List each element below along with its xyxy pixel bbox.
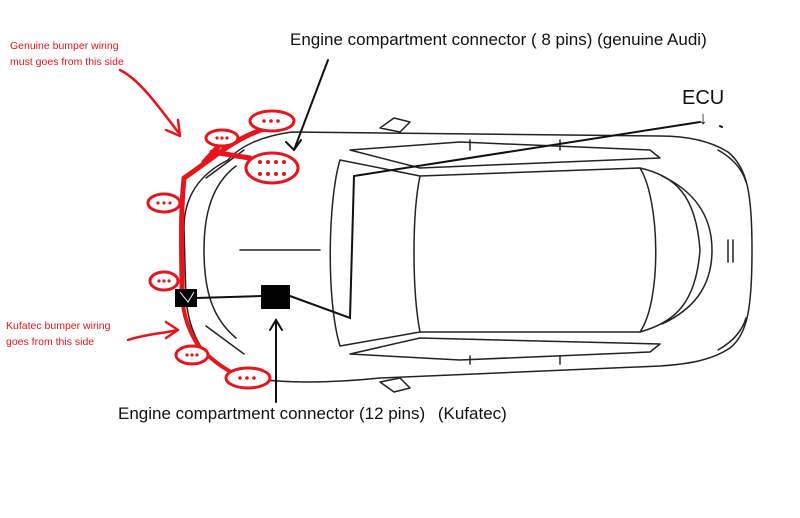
black-wiring-lines [195,59,723,403]
connector-8pin-name: Engine compartment connector ( 8 pins) [290,30,593,49]
genuine-side-label-line1: Genuine bumper wiring [10,40,119,52]
connector-12pin-label: Engine compartment connector (12 pins) (… [118,404,507,424]
car-rear-hatch [661,175,713,325]
connector-block-12pin [261,285,290,309]
ecu-label: ECU ↓ [682,88,724,128]
kufatec-side-label-line2: goes from this side [6,336,95,348]
wire-connector-link [195,295,263,299]
red-annotations [118,68,271,380]
genuine-side-label: Genuine bumper wiring must goes from thi… [10,38,124,70]
connector-block-small-mark [179,291,195,303]
arrow-12pin-head [269,318,283,331]
car-windshield [329,159,421,347]
ecu-dot [719,125,723,128]
kufatec-side-label: Kufatec bumper wiring goes from this sid… [6,318,110,350]
car-hood-edge [203,165,237,339]
car-body-outline [183,131,753,383]
car-side-window-top [349,141,661,169]
car-door-line-bottom [469,355,561,365]
car-rear-badge [727,239,734,263]
genuine-side-label-line2: must goes from this side [10,56,124,68]
ecu-label-text: ECU [682,87,725,109]
car-rear-lamp-top [717,149,747,183]
kufatec-side-label-line1: Kufatec bumper wiring [6,320,111,332]
connector-8pin-origin: (genuine Audi) [597,30,707,49]
connector-12pin-origin: (Kufatec) [437,404,507,423]
arrow-8pin-head [285,139,302,152]
car-side-window-bottom [349,337,661,361]
wire-to-ecu [289,121,701,320]
arrow-kufatec-head [164,320,180,340]
car-rear-lamp-bottom [717,317,747,351]
arrow-genuine-head [164,118,182,138]
car-headlamp-bottom [205,325,245,355]
car-door-line-top [469,139,561,151]
connector-12pin-name: Engine compartment connector (12 pins) [118,404,426,423]
arrow-genuine-side [118,68,180,134]
car-top-view-icon [183,117,753,393]
car-mirror-left [379,117,411,133]
ecu-arrow-icon: ↓ [698,108,708,128]
sensor-dots [156,119,286,380]
arrow-kufatec-side [126,328,180,342]
car-mirror-right [379,377,411,393]
kufatec-harness [180,296,246,380]
connector-block-small [175,289,197,307]
connector-8pin-label: Engine compartment connector ( 8 pins) (… [290,30,707,50]
car-roof [419,167,657,333]
genuine-harness [179,125,271,301]
arrow-8pin-connector [293,59,329,151]
connector-8pin-oval [244,151,300,185]
